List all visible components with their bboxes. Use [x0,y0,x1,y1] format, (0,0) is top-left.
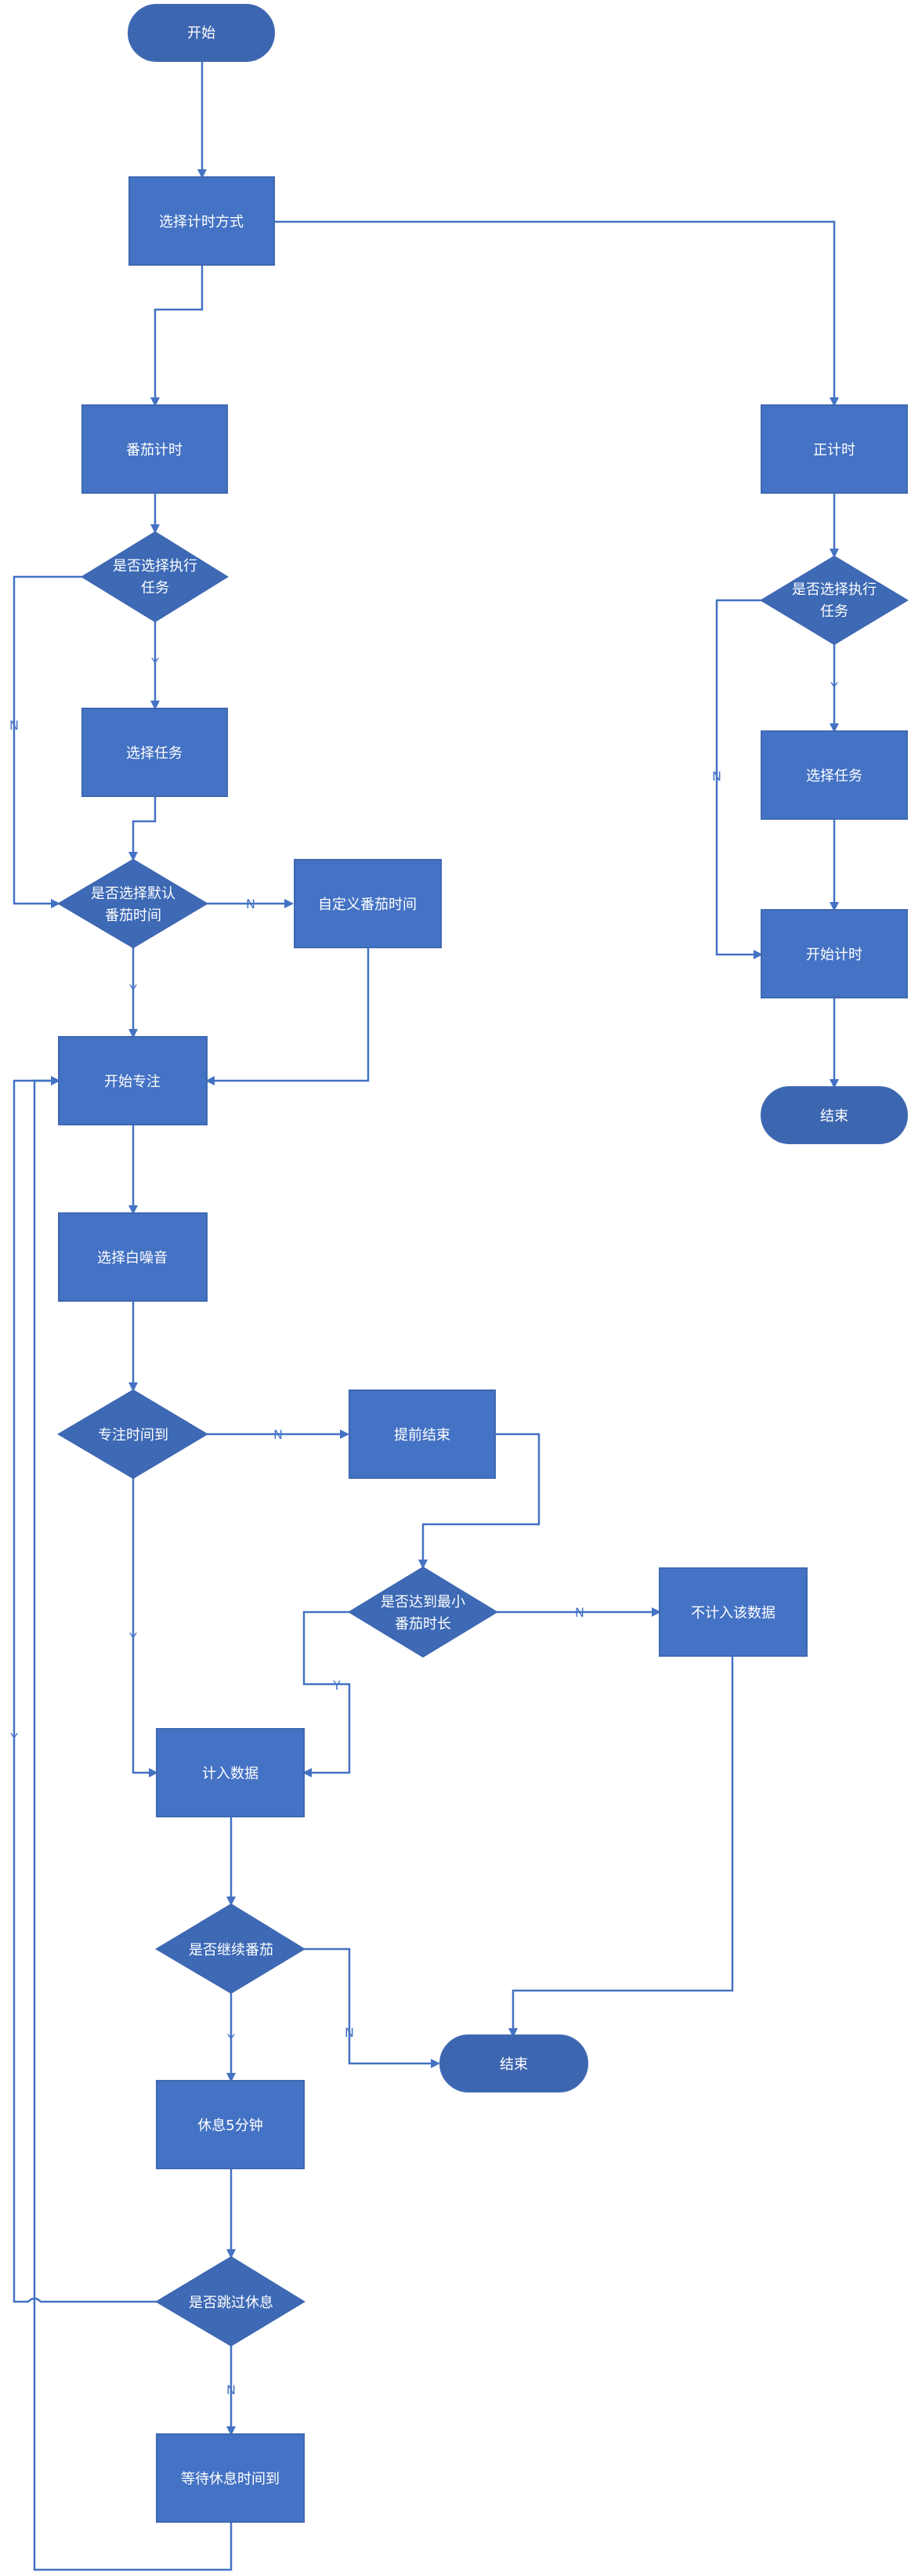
label-continueq-no: N [345,2025,354,2040]
label-taskq2-no: N [712,769,721,784]
node-custom-time: 自定义番茄时间 [294,859,442,948]
node-not-count: 不计入该数据 [659,1567,808,1657]
svg-text:是否选择默认: 是否选择默认 [91,886,175,902]
svg-text:选择任务: 选择任务 [806,768,862,784]
label-taskq-yes: Y [150,655,159,670]
node-white-noise: 选择白噪音 [58,1212,208,1302]
svg-text:正计时: 正计时 [813,442,855,458]
edge-continueq-no [304,1947,440,2068]
node-wait-rest: 等待休息时间到 [156,2433,305,2523]
nodes: 开始 选择计时方式 番茄计时 正计时 是否选择执行 任务 选择任务 是否选择默认… [57,4,909,2523]
node-default-time-question: 是否选择默认 番茄时间 [57,858,208,949]
node-count-data: 计入数据 [156,1728,305,1817]
edge-skipq-yes [13,1076,157,2303]
svg-text:选择计时方式: 选择计时方式 [159,214,244,230]
edge-early-to-minq [418,1433,540,1569]
edges [13,61,839,2571]
node-select-mode: 选择计时方式 [128,176,275,266]
node-end-left: 结束 [439,2034,588,2092]
svg-text:开始专注: 开始专注 [104,1074,161,1090]
svg-text:开始计时: 开始计时 [806,947,862,963]
label-minq-yes: Y [332,1678,341,1693]
svg-text:选择白噪音: 选择白噪音 [97,1250,168,1266]
node-choose-task-right: 选择任务 [761,730,908,820]
svg-text:专注时间到: 专注时间到 [98,1427,168,1444]
node-choose-task-question-right: 是否选择执行 任务 [760,555,909,646]
edge-custom-to-focus [205,947,370,1085]
node-continue-question: 是否继续番茄 [155,1903,305,1994]
node-rest: 休息5分钟 [156,2080,305,2169]
node-start-timer: 开始计时 [761,909,908,998]
node-start-focus: 开始专注 [58,1036,208,1125]
svg-text:是否选择执行: 是否选择执行 [113,558,197,574]
svg-text:选择任务: 选择任务 [126,745,183,762]
node-pomodoro: 番茄计时 [81,404,228,494]
node-focus-done-question: 专注时间到 [57,1389,208,1480]
edge-minq-yes [302,1610,351,1777]
svg-text:休息5分钟: 休息5分钟 [197,2118,262,2134]
node-early-end: 提前结束 [349,1389,496,1479]
label-continueq-yes: Y [226,2031,235,2046]
svg-text:番茄时长: 番茄时长 [395,1616,451,1632]
svg-text:是否继续番茄: 是否继续番茄 [189,1942,273,1958]
label-minq-no: N [575,1605,584,1620]
svg-text:是否选择执行: 是否选择执行 [792,582,877,598]
node-countup: 正计时 [761,404,908,494]
label-focusdone-no: N [273,1427,283,1442]
svg-text:等待休息时间到: 等待休息时间到 [181,2471,280,2487]
edge-task-to-defaultq [128,796,157,861]
label-defaultq-yes: Y [128,982,137,997]
node-skip-rest-question: 是否跳过休息 [155,2255,305,2347]
svg-text:是否跳过休息: 是否跳过休息 [189,2295,273,2311]
svg-text:计入数据: 计入数据 [202,1766,258,1782]
svg-text:番茄时间: 番茄时间 [105,908,161,924]
label-skipq-no: N [226,2382,236,2397]
node-start: 开始 [128,4,275,62]
label-focusdone-yes: Y [128,1630,137,1645]
edge-notcount-to-end [508,1656,734,2038]
edge-taskq-no [13,575,82,908]
svg-text:提前结束: 提前结束 [394,1427,450,1444]
edge-mode-to-pomodoro [150,265,204,407]
svg-text:开始: 开始 [187,25,215,42]
edge-mode-to-countup [274,220,839,407]
edge-wait-to-focus [33,1076,233,2571]
label-taskq-no: N [9,718,19,733]
svg-text:任务: 任务 [820,603,848,620]
svg-text:是否达到最小: 是否达到最小 [381,1594,465,1610]
edge-labels: Y N N Y N Y N Y Y N Y N Y N [9,655,838,2397]
node-choose-task-question: 是否选择执行 任务 [81,531,229,623]
node-end-right: 结束 [761,1086,908,1144]
svg-text:自定义番茄时间: 自定义番茄时间 [318,897,417,913]
edge-taskq2-no [715,599,763,959]
edge-focusdone-yes [132,1478,158,1777]
svg-text:结束: 结束 [820,1108,848,1125]
svg-text:不计入该数据: 不计入该数据 [691,1605,775,1621]
label-defaultq-no: N [246,897,255,911]
svg-text:任务: 任务 [141,580,169,596]
node-choose-task: 选择任务 [81,708,228,797]
svg-text:结束: 结束 [500,2056,528,2073]
svg-text:番茄计时: 番茄计时 [126,442,183,458]
label-skipq-yes: Y [9,1730,18,1745]
label-taskq2-yes: Y [830,679,838,694]
node-min-time-question: 是否达到最小 番茄时长 [348,1566,498,1658]
